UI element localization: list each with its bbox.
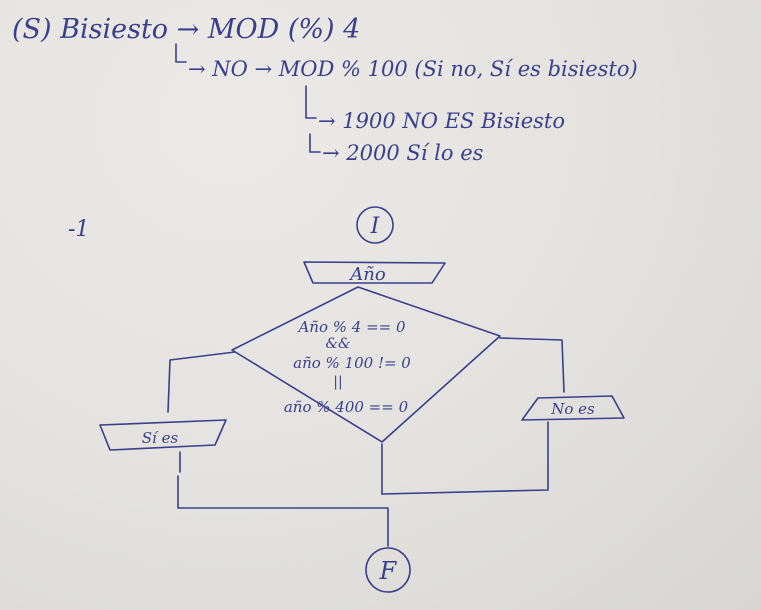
output-no-label: No es	[550, 400, 595, 418]
yes-branch-line	[167, 351, 236, 413]
note-arrow-2	[305, 85, 317, 119]
input-label: Año	[348, 264, 386, 285]
condition-2: año % 100 != 0	[293, 354, 411, 372]
join-line	[177, 475, 389, 547]
note-line-4: → 2000 Sí lo es	[322, 141, 484, 165]
note-arrow-3	[309, 133, 321, 153]
condition-1: Año % 4 == 0	[296, 318, 406, 336]
decision-diamond	[231, 286, 501, 443]
end-circle	[365, 547, 411, 593]
note-line-3: → 1900 NO ES Bisiesto	[318, 109, 565, 133]
note-dash: -1	[68, 217, 89, 242]
start-label: I	[370, 214, 381, 239]
start-circle	[356, 206, 394, 244]
note-arrow-1	[175, 43, 187, 63]
note-line-1: (S) Bisiesto → MOD (%) 4	[12, 14, 360, 45]
output-no-parallelogram	[521, 395, 625, 421]
input-parallelogram	[303, 261, 446, 284]
condition-3: año % 400 == 0	[284, 398, 409, 416]
end-label: F	[379, 557, 398, 585]
output-yes-parallelogram	[99, 419, 227, 451]
output-yes-label: Sí es	[142, 429, 179, 447]
no-down-line	[381, 421, 549, 495]
and-operator: &&	[326, 336, 351, 352]
note-line-2: → NO → MOD % 100 (Si no, Sí es bisiesto)	[188, 57, 638, 81]
no-branch-line	[499, 337, 565, 393]
or-operator: ||	[333, 374, 342, 390]
